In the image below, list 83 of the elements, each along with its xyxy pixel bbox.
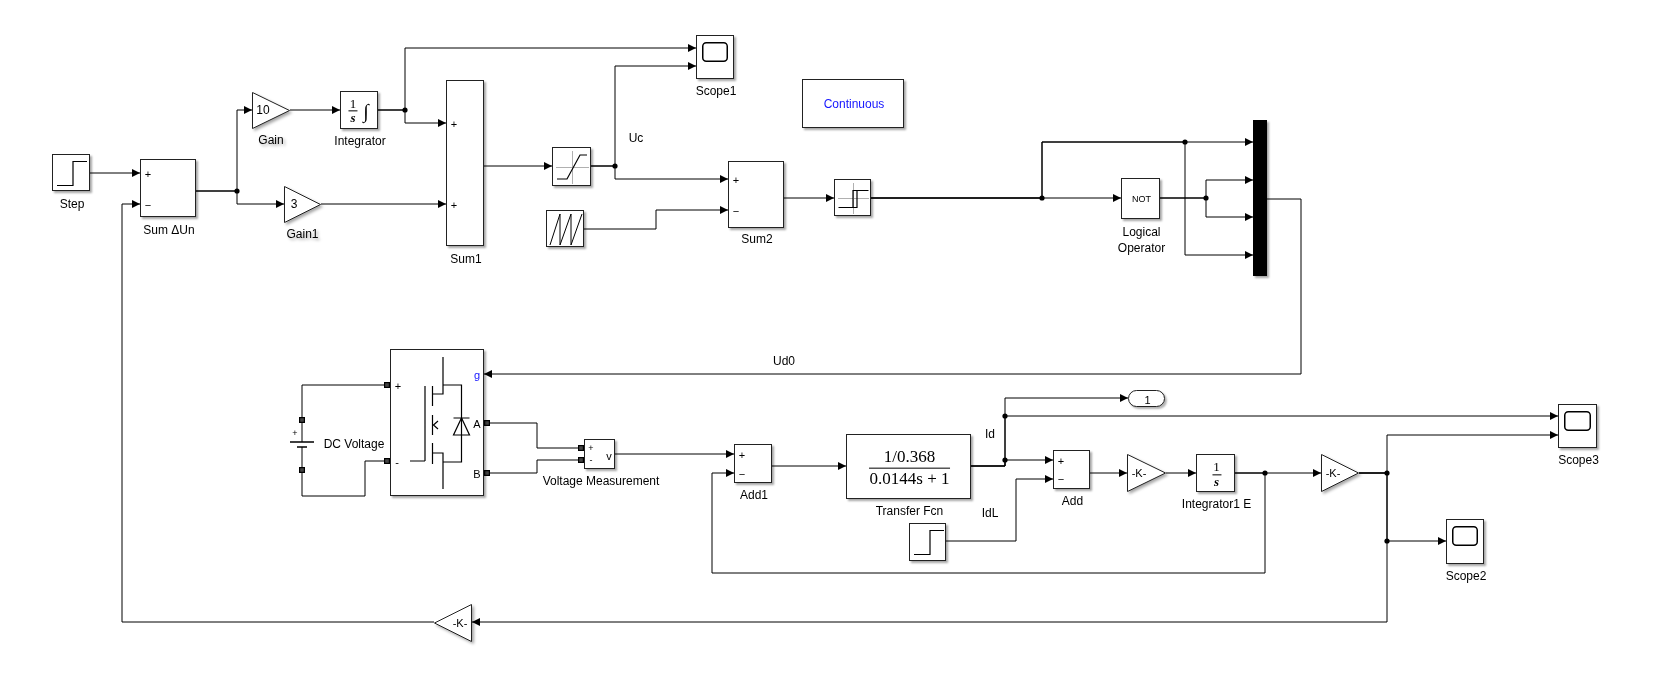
block-name: Transfer Fcn: [875, 505, 944, 519]
port-sign: +: [292, 429, 298, 439]
signal-line: [1159, 197, 1254, 221]
port-sign: −: [144, 198, 152, 212]
gain-value: -K-: [452, 616, 468, 630]
connection-line: [483, 420, 585, 451]
denominator: s: [348, 110, 358, 126]
signal-line: [583, 206, 729, 230]
signal-line: [771, 462, 847, 470]
signal-line: [945, 475, 1054, 542]
signal-line: [1165, 469, 1197, 477]
gain-triangle: [1321, 454, 1359, 492]
numerator: 1: [349, 96, 357, 111]
denominator: s: [1211, 474, 1222, 490]
igbt-diode-block: [390, 349, 484, 496]
port-sign: +: [738, 448, 746, 462]
port-label: v: [606, 449, 612, 462]
signal-line: [590, 165, 729, 183]
connection-line: [483, 457, 585, 476]
numerator: 1: [1213, 459, 1220, 474]
port-label: +: [394, 379, 402, 393]
signal-line: [377, 109, 447, 127]
mux-bar: [1253, 120, 1267, 276]
solver-block: [802, 79, 904, 128]
block-name: Add1: [740, 489, 768, 503]
connection-line: [299, 382, 391, 424]
block-name: Step: [59, 198, 85, 212]
numerator: 1/0.368: [883, 447, 936, 467]
gain-value: -K-: [1325, 466, 1341, 480]
signal-line: [121, 200, 435, 623]
port-label: g: [473, 368, 481, 382]
block-name: Scope2: [1445, 570, 1487, 584]
block-name: Sum2: [741, 233, 773, 247]
gain-triangle: [434, 604, 472, 642]
block-name: Voltage Measurement: [542, 475, 660, 489]
block-name: Gain1: [286, 228, 319, 242]
signal-line: [483, 198, 1302, 378]
block-name: Sum ΔUn: [143, 224, 195, 238]
port-sign: +: [732, 173, 740, 187]
port-label: -: [395, 455, 399, 469]
gain-value: 3: [290, 197, 298, 212]
port-sign: +: [1057, 454, 1065, 468]
signal-line: [870, 194, 1122, 202]
solver-mode-text: Continuous: [823, 97, 885, 112]
block-name: Logical Operator: [1116, 223, 1167, 257]
block-name: Sum1: [450, 253, 482, 267]
block-name: Add: [1061, 495, 1084, 509]
step-block: [909, 523, 946, 561]
signal-line: [471, 472, 1388, 626]
connection-line: [299, 458, 391, 497]
signal-line: [1089, 469, 1128, 477]
signal-line: [783, 194, 835, 202]
block-name: Scope1: [695, 85, 737, 99]
signal-line: [195, 190, 285, 208]
signal-line: [614, 450, 735, 458]
signal-line: [320, 200, 447, 208]
signal-line: [970, 456, 1054, 467]
port-sign: -: [589, 456, 593, 466]
operator-text: NOT: [1132, 194, 1151, 205]
port-sign: −: [1057, 472, 1065, 486]
port-sign: −: [732, 204, 740, 218]
block-name: Integrator: [334, 135, 386, 149]
signal-line: [711, 469, 1266, 574]
integral-sign: ∫: [363, 100, 369, 122]
denominator: 0.0144s + 1: [868, 467, 951, 489]
block-name: Integrator1 E: [1181, 498, 1252, 512]
signal-line: [483, 162, 553, 170]
block-name: Gain: [258, 134, 284, 148]
block-name: DC Voltage: [323, 438, 385, 452]
port-label: B: [473, 467, 481, 481]
port-sign: −: [738, 467, 746, 481]
port-sign: +: [450, 117, 458, 131]
gain-value: -K-: [1131, 466, 1147, 480]
port-sign: +: [588, 444, 594, 454]
port-label: A: [473, 417, 481, 431]
port-number: 1: [1144, 393, 1151, 406]
port-sign: +: [450, 198, 458, 212]
signal-line: [89, 169, 141, 177]
port-sign: +: [144, 167, 152, 181]
gain-triangle: [1127, 454, 1166, 492]
signal-line: [289, 106, 341, 114]
gain-value: 10: [256, 103, 270, 118]
block-name: Scope3: [1558, 454, 1599, 468]
